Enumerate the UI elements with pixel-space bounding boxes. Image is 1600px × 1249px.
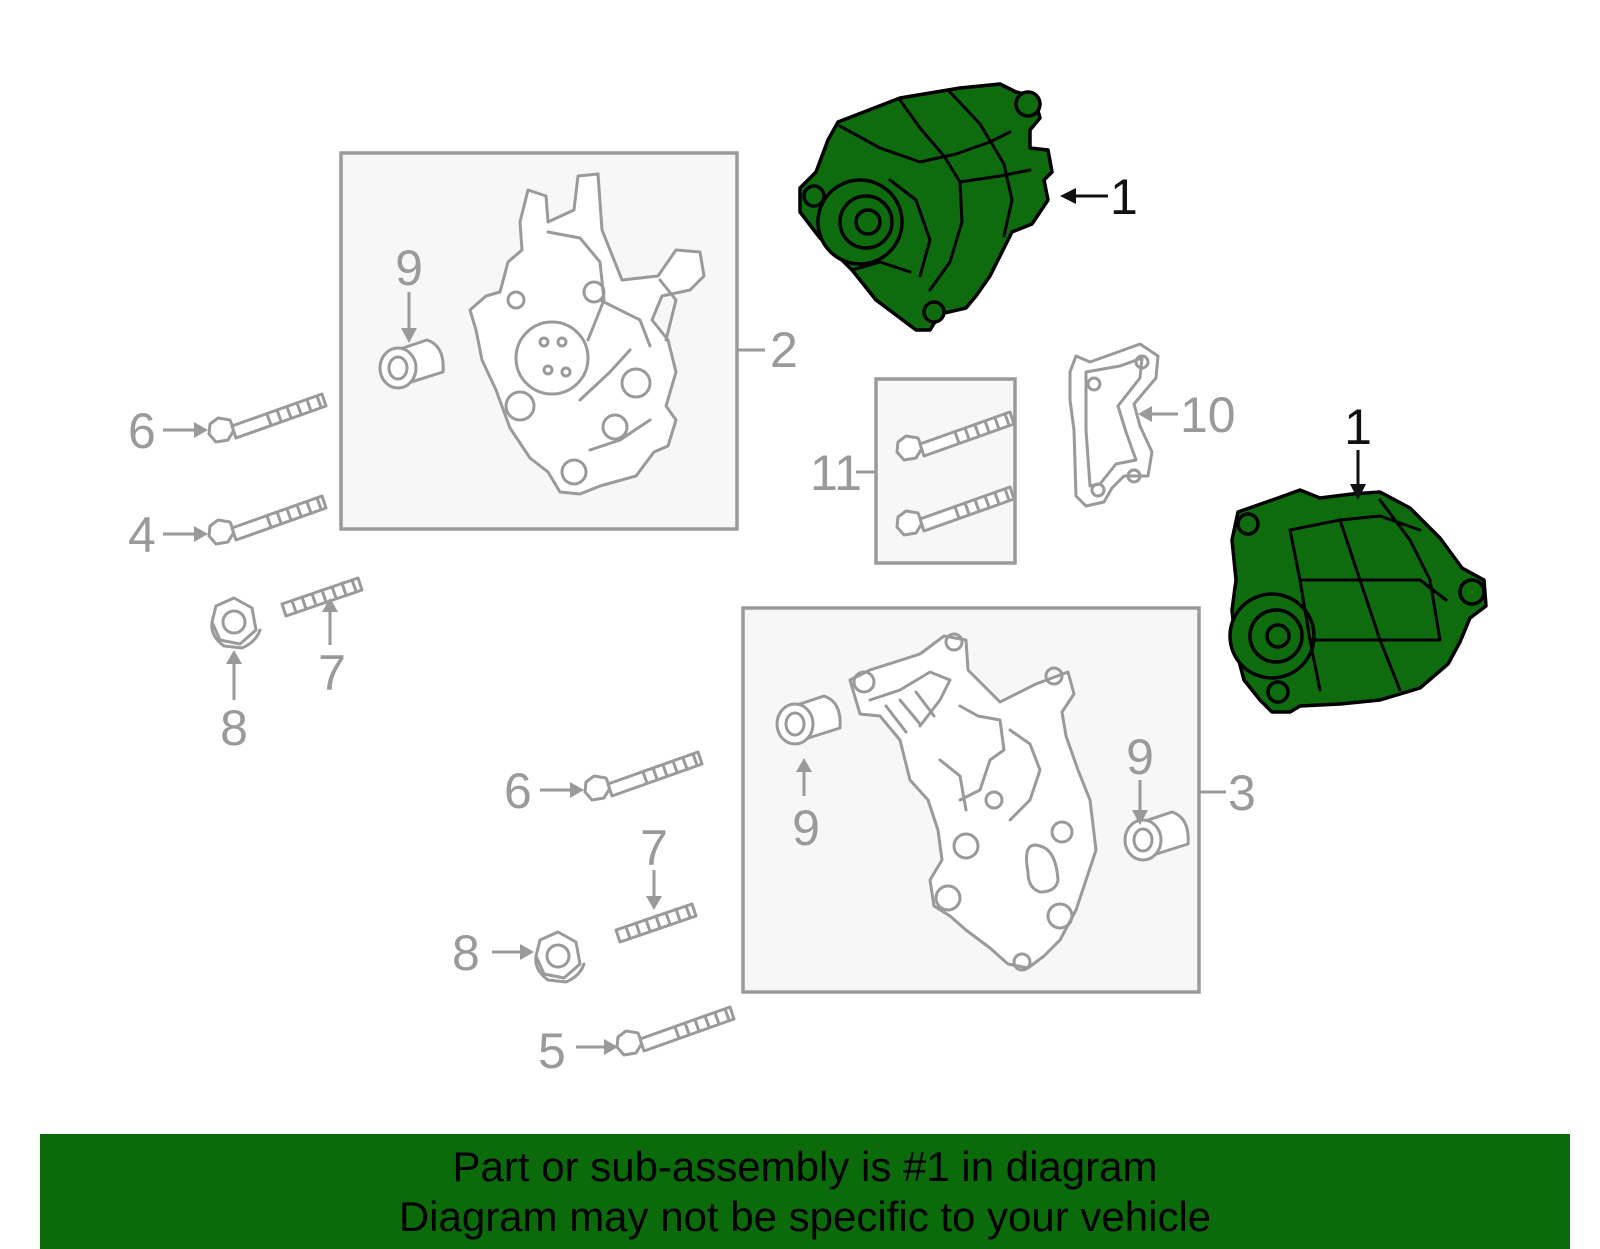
alternator-top: [798, 82, 1054, 332]
bolt-6-upper: [207, 392, 328, 444]
callout-6-lower: 6: [504, 763, 532, 819]
callout-2: 2: [770, 322, 798, 378]
stud-7-upper: [280, 576, 364, 618]
callout-1-top: 1: [1110, 169, 1138, 225]
bracket-2-drawing: [468, 172, 706, 496]
alternator-right: [1228, 488, 1488, 714]
callout-5: 5: [538, 1023, 566, 1079]
bolt-4: [207, 494, 328, 546]
callout-6-upper: 6: [128, 403, 156, 459]
callout-9-lower-right: 9: [1126, 729, 1154, 785]
stud-7-lower: [614, 902, 698, 944]
callout-7-upper: 7: [318, 645, 346, 701]
callout-1-right: 1: [1344, 399, 1372, 455]
bracket-10: [1068, 342, 1160, 508]
exploded-parts-diagram: 9 2 6 4 8 7 1: [128, 82, 1488, 1079]
callout-11: 11: [810, 445, 862, 501]
bracket-3-drawing: [848, 632, 1098, 972]
callout-10: 10: [1180, 387, 1236, 443]
banner-line-1: Part or sub-assembly is #1 in diagram: [452, 1142, 1158, 1190]
bolt-5: [615, 1005, 736, 1057]
nut-8-upper: [210, 596, 262, 650]
banner-line-2: Diagram may not be specific to your vehi…: [398, 1192, 1212, 1240]
bolts-11-box: [874, 377, 1017, 565]
info-banner: Part or sub-assembly is #1 in diagram Di…: [40, 1134, 1570, 1249]
callout-4: 4: [128, 507, 156, 563]
callout-9-lower-left: 9: [792, 800, 820, 856]
callout-8-lower: 8: [452, 925, 480, 981]
bolt-6-lower: [583, 750, 704, 802]
callout-9-upper: 9: [395, 240, 423, 296]
callout-3: 3: [1228, 765, 1256, 821]
nut-8-lower: [534, 930, 586, 984]
callout-8-upper: 8: [220, 700, 248, 756]
callout-7-lower: 7: [640, 820, 668, 876]
